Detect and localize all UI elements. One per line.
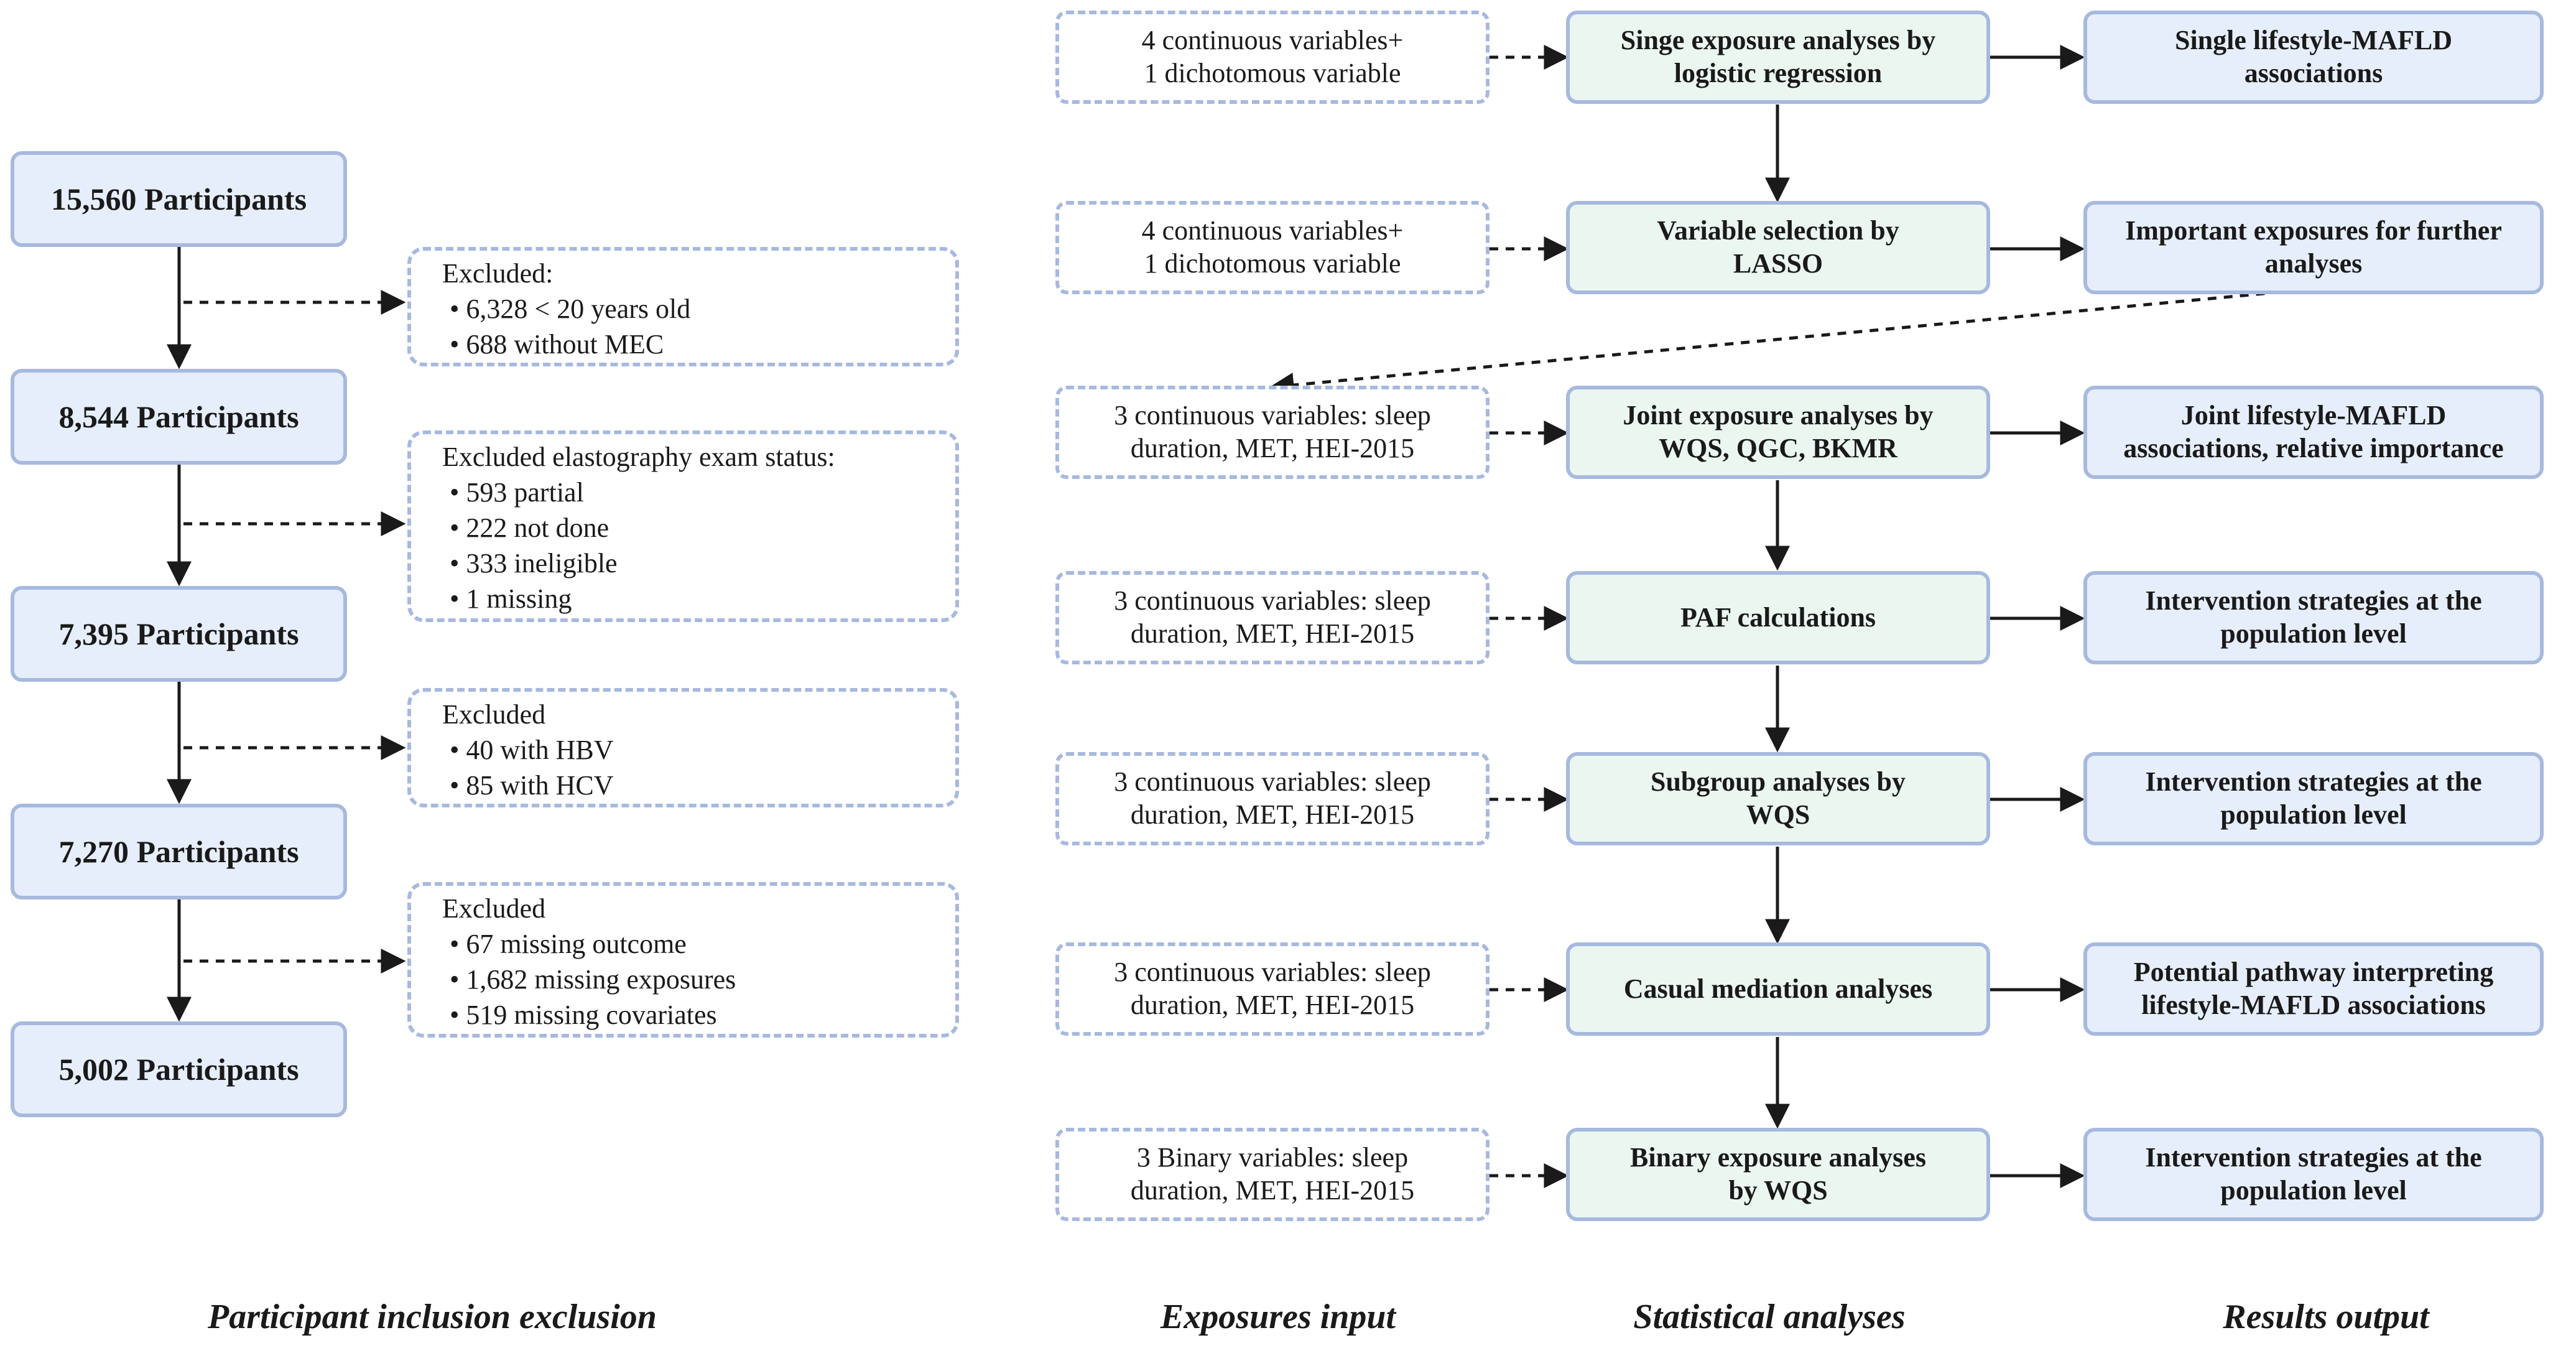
footer-statistical-label: Statistical analyses	[1633, 1298, 1906, 1336]
result-box-1: Single lifestyle-MAFLD associations	[2083, 11, 2544, 104]
exclusion-item: 1,682 missing exposures	[442, 962, 955, 997]
exposure-input-2: 4 continuous variables+ 1 dichotomous va…	[1055, 201, 1490, 294]
exclusion-box-2: Excluded elastography exam status: 593 p…	[407, 430, 959, 622]
exclusion-item: 519 missing covariates	[442, 997, 955, 1033]
analysis-text: Joint exposure analyses by WQS, QGC, BKM…	[1623, 400, 1934, 463]
result-text: Important exposures for further analyses	[2125, 215, 2502, 279]
exclusion-item: 688 without MEC	[442, 327, 955, 362]
analysis-box-1: Singe exposure analyses by logistic regr…	[1566, 11, 1990, 104]
exposure-input-6: 3 continuous variables: sleep duration, …	[1055, 942, 1490, 1036]
participants-box-3: 7,395 Participants	[11, 586, 347, 682]
exclusion-item: 222 not done	[442, 510, 955, 546]
analysis-text: Subgroup analyses by WQS	[1650, 766, 1906, 830]
result-text: Potential pathway interpreting lifestyle…	[2133, 957, 2494, 1020]
result-box-5: Intervention strategies at the populatio…	[2083, 752, 2544, 845]
exposure-input-text: 3 continuous variables: sleep duration, …	[1114, 766, 1431, 830]
result-text: Intervention strategies at the populatio…	[2145, 1142, 2482, 1206]
exclusion-item: 1 missing	[442, 581, 955, 616]
result-box-7: Intervention strategies at the populatio…	[2083, 1128, 2544, 1221]
exclusion-title: Excluded elastography exam status:	[442, 442, 835, 472]
exclusion-item: 333 ineligible	[442, 546, 955, 581]
exclusion-title: Excluded	[442, 893, 546, 924]
analysis-box-6: Casual mediation analyses	[1566, 942, 1990, 1036]
participants-box-5: 5,002 Participants	[11, 1021, 347, 1117]
exclusion-box-1: Excluded: 6,328 < 20 years old 688 witho…	[407, 247, 959, 366]
exclusion-item: 6,328 < 20 years old	[442, 291, 955, 327]
exposure-input-text: 3 continuous variables: sleep duration, …	[1114, 400, 1431, 463]
exposure-input-text: 3 continuous variables: sleep duration, …	[1114, 585, 1431, 649]
analysis-box-4: PAF calculations	[1566, 571, 1990, 664]
footer-participants-label: Participant inclusion exclusion	[208, 1298, 657, 1336]
result-box-4: Intervention strategies at the populatio…	[2083, 571, 2544, 664]
exposure-input-1: 4 continuous variables+ 1 dichotomous va…	[1055, 11, 1490, 104]
exclusion-title: Excluded	[442, 699, 546, 730]
exposure-input-text: 4 continuous variables+ 1 dichotomous va…	[1141, 25, 1404, 88]
exposure-input-5: 3 continuous variables: sleep duration, …	[1055, 752, 1490, 845]
exclusion-box-3: Excluded 40 with HBV 85 with HCV	[407, 688, 959, 807]
feedback-arrow	[1269, 286, 2330, 397]
analysis-text: Casual mediation analyses	[1623, 973, 1933, 1004]
exclusion-item: 67 missing outcome	[442, 926, 955, 962]
result-text: Single lifestyle-MAFLD associations	[2174, 25, 2453, 88]
exclusion-box-4: Excluded 67 missing outcome 1,682 missin…	[407, 882, 959, 1038]
exposure-input-4: 3 continuous variables: sleep duration, …	[1055, 571, 1490, 664]
exclusion-item: 85 with HCV	[442, 768, 955, 803]
analysis-text: Variable selection by LASSO	[1657, 215, 1899, 279]
participants-label: 8,544 Participants	[58, 399, 299, 434]
participants-label: 7,270 Participants	[58, 834, 299, 869]
participants-label: 15,560 Participants	[50, 182, 307, 216]
analysis-text: Binary exposure analyses by WQS	[1630, 1142, 1926, 1206]
result-box-2: Important exposures for further analyses	[2083, 201, 2544, 294]
participants-box-1: 15,560 Participants	[11, 151, 347, 247]
exposure-input-text: 4 continuous variables+ 1 dichotomous va…	[1141, 215, 1404, 279]
participants-label: 5,002 Participants	[58, 1052, 299, 1087]
result-text: Joint lifestyle-MAFLD associations, rela…	[2123, 400, 2504, 463]
analysis-text: PAF calculations	[1680, 602, 1876, 633]
exposure-input-text: 3 Binary variables: sleep duration, MET,…	[1130, 1142, 1415, 1206]
footer-results-label: Results output	[2223, 1298, 2429, 1336]
exclusion-item: 593 partial	[442, 475, 955, 510]
exposure-input-text: 3 continuous variables: sleep duration, …	[1114, 957, 1431, 1020]
participants-label: 7,395 Participants	[58, 616, 299, 651]
exposure-input-3: 3 continuous variables: sleep duration, …	[1055, 386, 1490, 479]
analysis-box-5: Subgroup analyses by WQS	[1566, 752, 1990, 845]
result-text: Intervention strategies at the populatio…	[2145, 585, 2482, 649]
result-box-6: Potential pathway interpreting lifestyle…	[2083, 942, 2544, 1036]
result-box-3: Joint lifestyle-MAFLD associations, rela…	[2083, 386, 2544, 479]
exclusion-title: Excluded:	[442, 258, 554, 289]
participants-box-2: 8,544 Participants	[11, 369, 347, 465]
analysis-box-3: Joint exposure analyses by WQS, QGC, BKM…	[1566, 386, 1990, 479]
exclusion-item: 40 with HBV	[442, 732, 955, 768]
analysis-box-2: Variable selection by LASSO	[1566, 201, 1990, 294]
analysis-text: Singe exposure analyses by logistic regr…	[1620, 25, 1936, 88]
participants-box-4: 7,270 Participants	[11, 804, 347, 899]
exposure-input-7: 3 Binary variables: sleep duration, MET,…	[1055, 1128, 1490, 1221]
footer-exposures-label: Exposures input	[1160, 1298, 1396, 1336]
result-text: Intervention strategies at the populatio…	[2145, 766, 2482, 830]
analysis-box-7: Binary exposure analyses by WQS	[1566, 1128, 1990, 1221]
